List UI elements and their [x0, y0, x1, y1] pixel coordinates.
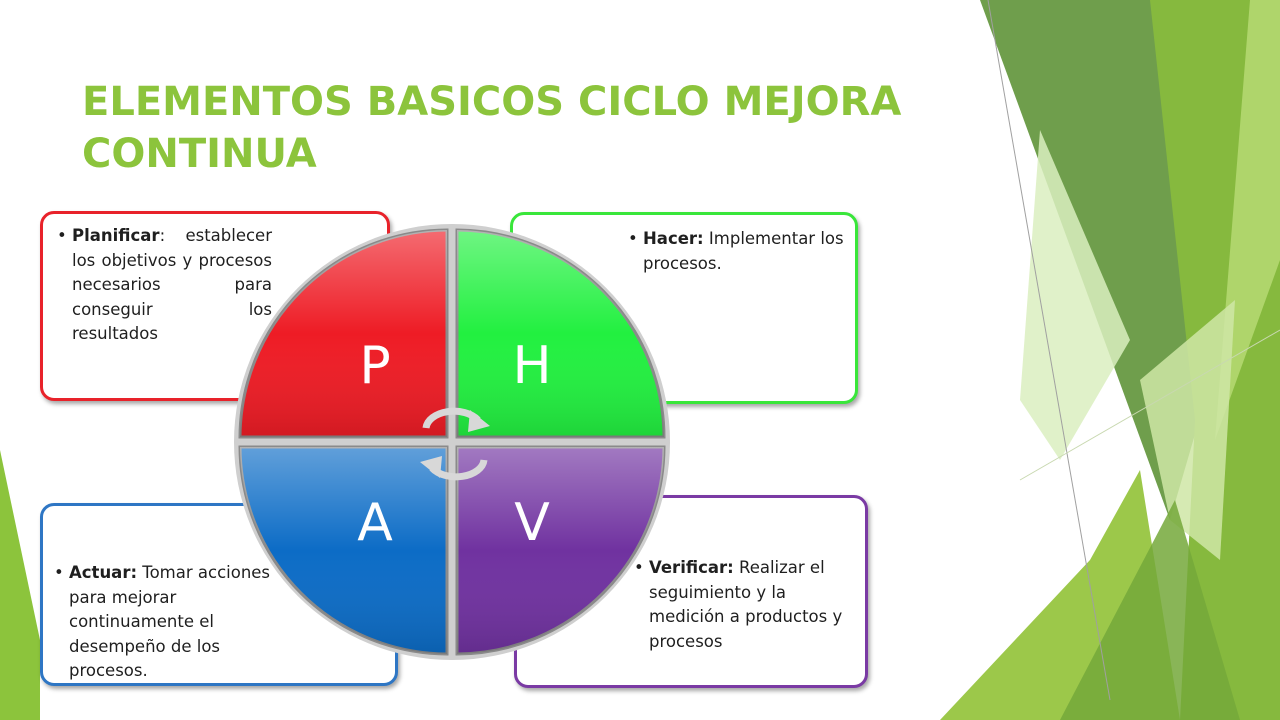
- planificar-description: : establecer los objetivos y procesos ne…: [72, 226, 272, 343]
- bullet-icon: •: [57, 226, 67, 245]
- hacer-description: Implementar los procesos.: [643, 229, 844, 273]
- verificar-description: Realizar el seguimiento y la medición a …: [649, 558, 843, 651]
- actuar-term: Actuar:: [69, 563, 138, 582]
- bullet-icon: •: [54, 563, 64, 582]
- bullet-icon: •: [628, 229, 638, 248]
- bullet-icon: •: [634, 558, 644, 577]
- letter-p: P: [359, 336, 390, 396]
- actuar-text: • Actuar: Tomar acciones para mejorar con…: [54, 561, 281, 684]
- letter-h: H: [512, 336, 551, 396]
- letter-a: A: [357, 493, 393, 553]
- verificar-text: • Verificar: Realizar el seguimiento y la…: [634, 556, 861, 654]
- hacer-term: Hacer:: [643, 229, 704, 248]
- planificar-text: • Planificar: establecer los objetivos y …: [57, 224, 272, 347]
- hacer-text: • Hacer: Implementar los procesos.: [628, 227, 848, 276]
- letter-v: V: [514, 493, 550, 553]
- cycle-arrow-icon: [420, 407, 490, 481]
- verificar-term: Verificar:: [649, 558, 734, 577]
- actuar-description: Tomar acciones para mejorar continuament…: [69, 563, 271, 680]
- planificar-term: Planificar: [72, 226, 160, 245]
- page-title: ELEMENTOS BASICOS CICLO MEJORA CONTINUA: [82, 79, 902, 177]
- circle-rim: [234, 224, 670, 660]
